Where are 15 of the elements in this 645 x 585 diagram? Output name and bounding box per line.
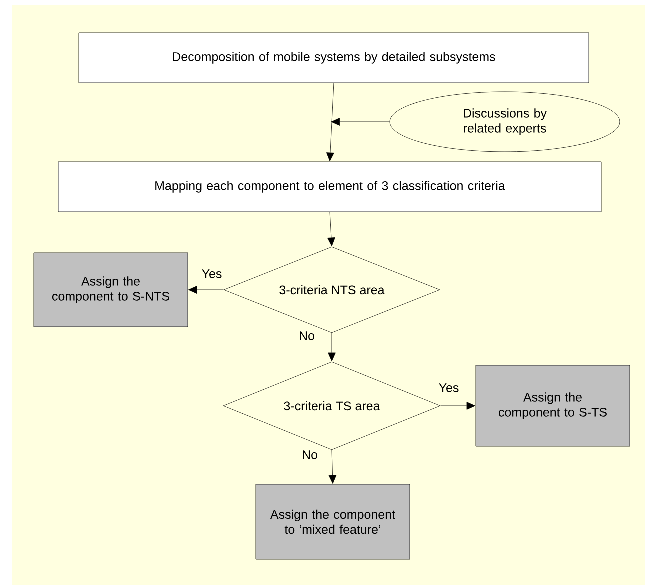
arrow <box>328 333 336 362</box>
edge-label: No <box>301 450 319 460</box>
arrow <box>328 450 337 484</box>
result-box: Assign the component to ‘mixed feature’ <box>256 484 410 560</box>
result-box: Assign the component to S-NTS <box>34 252 188 328</box>
arrow <box>440 402 476 410</box>
process-box: Decomposition of mobile systems by detailed subsystems <box>78 32 590 84</box>
arrow <box>326 83 334 162</box>
arrow <box>188 286 224 294</box>
result-box: Assign the component to S-TS <box>476 365 630 447</box>
edge-label: No <box>298 330 316 342</box>
arrow <box>331 118 390 126</box>
arrow <box>328 212 336 246</box>
process-box: Mapping each component to element of 3 classification criteria <box>58 162 602 212</box>
edge-label: Yes <box>200 268 224 280</box>
